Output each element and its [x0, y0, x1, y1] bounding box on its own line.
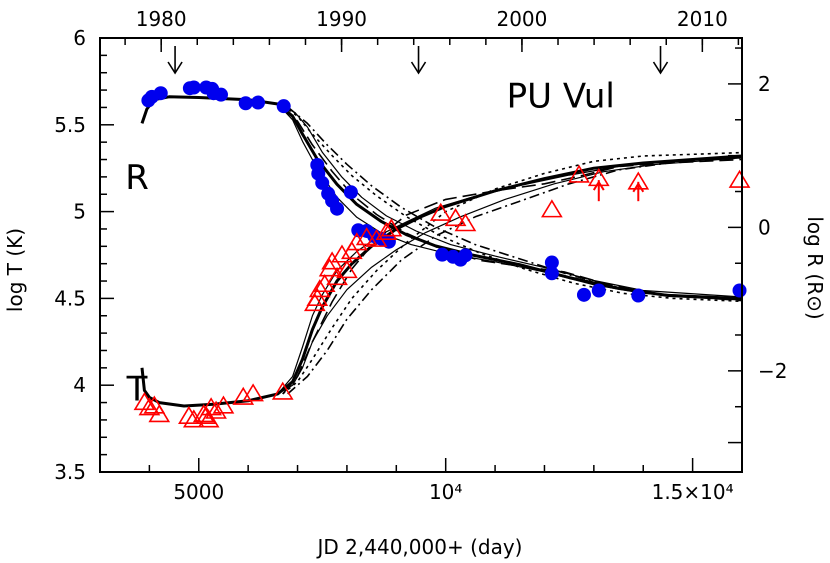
upper-limit-arrows	[592, 180, 645, 202]
limit-arrow-head	[592, 180, 605, 191]
data-point-t	[340, 240, 363, 260]
data-point-t	[429, 202, 452, 221]
data-point-t	[313, 273, 336, 293]
data-point-t	[138, 397, 161, 416]
y-left-tick-label: 6	[73, 26, 86, 50]
epoch-arrow-head	[167, 61, 183, 75]
top-tick-label: 2010	[677, 7, 728, 31]
y-right-tick-label: 0	[758, 215, 771, 239]
plot-frame	[99, 37, 743, 473]
data-point-t	[568, 164, 590, 183]
annotation-t: T	[126, 370, 148, 410]
model-curve-t-longdash	[282, 158, 743, 395]
data-point-r	[343, 185, 358, 200]
x-axis-label: JD 2,440,000+ (day)	[316, 535, 523, 559]
data-point-t	[232, 386, 255, 405]
data-point-r	[186, 80, 201, 95]
model-curve-r-dashdot	[287, 106, 743, 300]
data-point-r	[251, 95, 266, 110]
data-point-t	[345, 232, 368, 251]
data-point-r	[213, 87, 228, 102]
y-left-tick-label: 3.5	[54, 460, 86, 484]
data-point-r	[330, 201, 345, 216]
data-point-t	[380, 218, 403, 237]
x-tick-label: 10⁴	[429, 480, 462, 504]
data-point-t	[728, 169, 751, 188]
series-r-points	[141, 80, 747, 303]
x-tick-label: 1.5×10⁴	[652, 480, 734, 504]
data-point-t	[197, 409, 220, 428]
data-point-r	[435, 247, 450, 262]
data-point-t	[133, 392, 156, 411]
epoch-arrows	[167, 46, 669, 75]
y-axis-label-left: log T (K)	[3, 228, 27, 312]
data-point-t	[148, 404, 171, 423]
data-point-r	[732, 283, 747, 298]
data-point-t	[212, 395, 235, 414]
y-right-tick-label: 2	[758, 72, 771, 96]
data-point-r	[458, 248, 473, 263]
data-point-t	[444, 207, 467, 227]
data-point-t	[326, 267, 348, 286]
data-point-t	[205, 400, 227, 419]
data-point-r	[238, 96, 253, 111]
chart-title: PU Vul	[507, 76, 615, 116]
data-point-t	[318, 258, 341, 277]
y-left-tick-label: 5	[73, 200, 86, 224]
data-point-t	[306, 287, 329, 306]
epoch-arrow-head	[652, 61, 669, 75]
data-point-r	[315, 175, 330, 190]
y-left-tick-label: 5.5	[54, 113, 86, 137]
data-point-t	[321, 251, 343, 270]
series-t-points	[133, 164, 751, 428]
top-tick-label: 1990	[316, 7, 367, 31]
data-point-r	[631, 288, 646, 303]
data-point-t	[355, 227, 378, 246]
epoch-arrow-head	[410, 61, 427, 75]
data-point-t	[242, 383, 264, 402]
data-point-r	[276, 99, 291, 114]
data-point-t	[178, 405, 200, 424]
limit-arrow-head	[632, 181, 645, 193]
model-curve-t-thick	[140, 154, 743, 408]
y-left-tick-label: 4.5	[54, 286, 86, 310]
data-point-r	[544, 255, 559, 270]
annotation-r: R	[125, 158, 149, 198]
data-point-r	[576, 287, 591, 302]
y-left-tick-label: 4	[73, 373, 86, 397]
x-tick-label: 5000	[173, 480, 224, 504]
data-point-t	[200, 397, 222, 416]
axis-ticks: 5000 10⁴ 1.5×10⁴ 1980 1990 2000 2010 3.5 4 4.5 5 5.…	[54, 7, 787, 504]
data-point-t	[375, 221, 398, 240]
data-point-t	[336, 260, 358, 279]
top-tick-label: 2000	[496, 7, 547, 31]
data-point-t	[365, 228, 388, 247]
data-point-t	[331, 244, 353, 263]
y-right-tick-label: −2	[758, 359, 787, 383]
data-point-t	[308, 279, 331, 298]
data-point-t	[454, 213, 477, 232]
model-curve-r-thick	[140, 95, 743, 301]
data-point-r	[544, 266, 559, 281]
y-axis-label-right: log R (R⊙)	[803, 216, 827, 319]
data-point-t	[271, 381, 294, 400]
top-tick-label: 1980	[136, 7, 187, 31]
data-point-r	[591, 283, 606, 298]
data-point-r	[153, 86, 168, 101]
data-point-t	[541, 199, 563, 218]
